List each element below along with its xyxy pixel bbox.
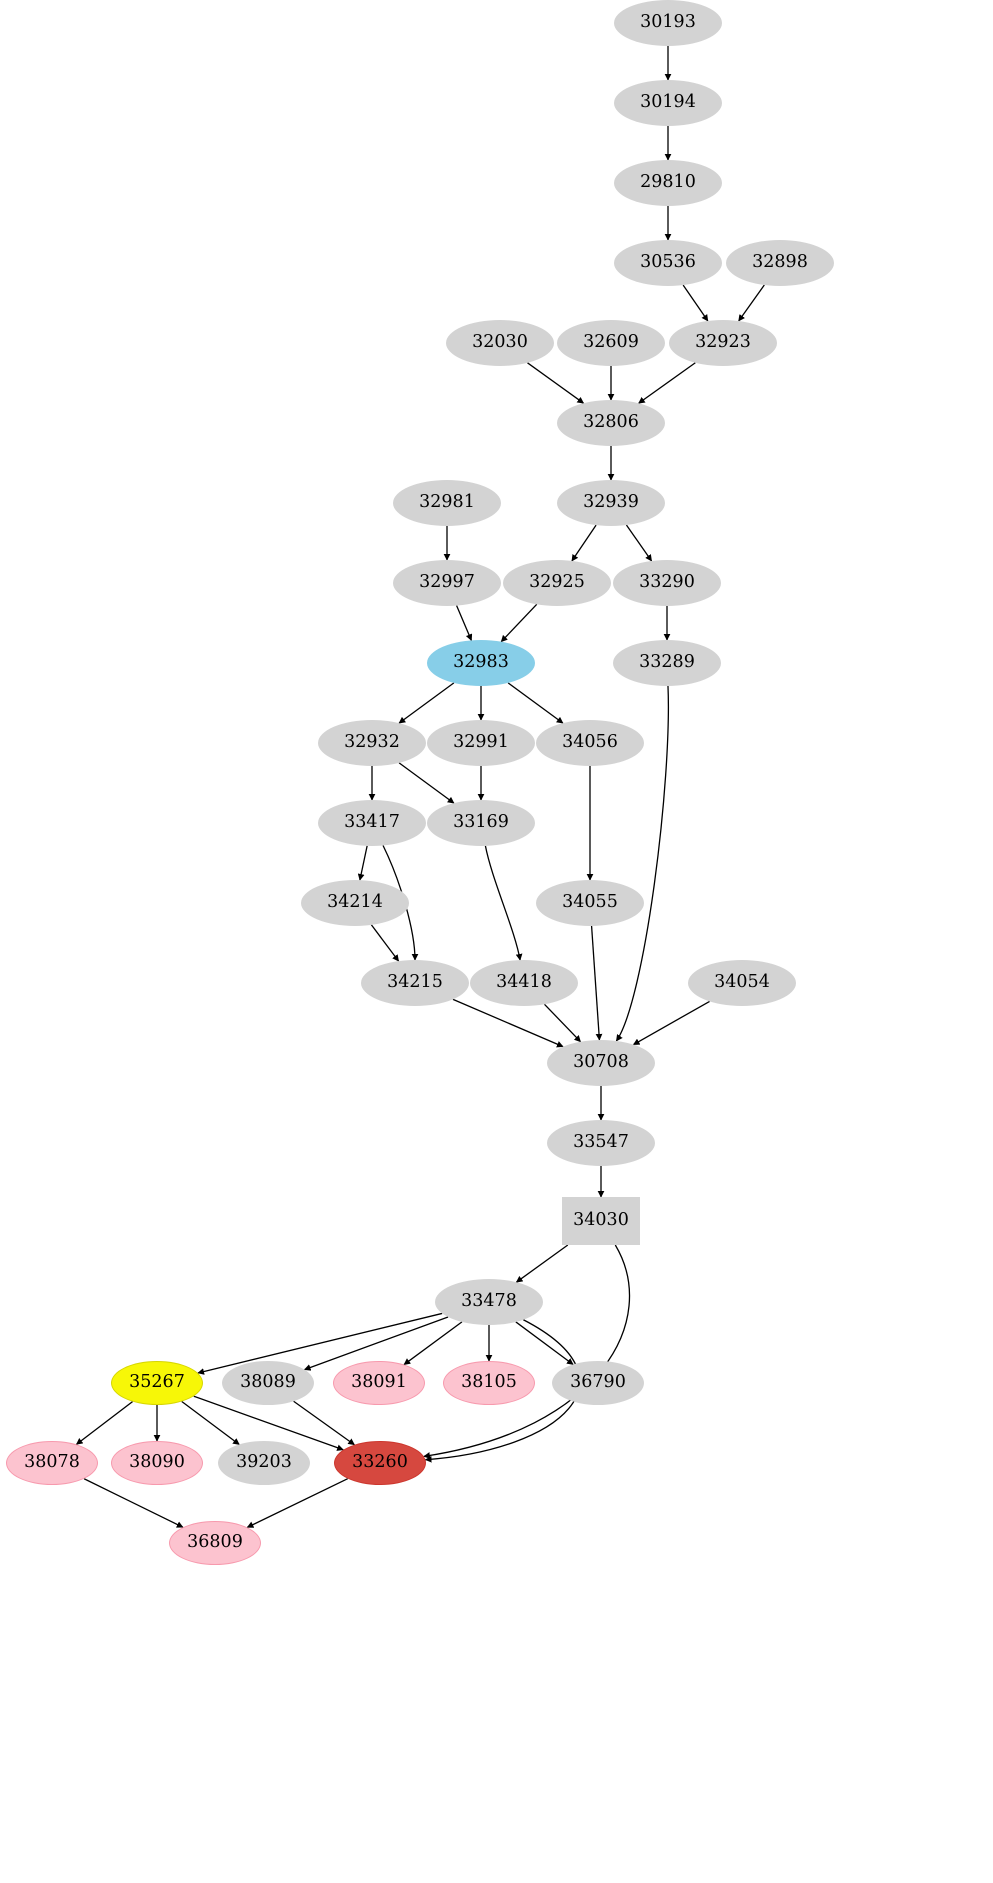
graph-node-30708[interactable]: 30708 [547, 1040, 655, 1086]
graph-node-32939[interactable]: 32939 [557, 480, 665, 526]
graph-edge-34054-30708 [632, 1000, 710, 1046]
graph-node-33547[interactable]: 33547 [547, 1120, 655, 1166]
graph-node-35267[interactable]: 35267 [111, 1361, 203, 1405]
graph-node-34418[interactable]: 34418 [470, 960, 578, 1006]
graph-edge-38078-36809 [83, 1478, 184, 1528]
graph-edge-32898-32923 [738, 284, 765, 322]
graph-edge-34418-30708 [544, 1003, 581, 1043]
graph-edge-33260-36809 [246, 1478, 348, 1528]
graph-node-30194[interactable]: 30194 [614, 80, 722, 126]
graph-node-32997[interactable]: 32997 [393, 560, 501, 606]
graph-node-38090[interactable]: 38090 [111, 1441, 203, 1485]
graph-edge-32983-32932 [398, 682, 455, 724]
graph-node-36790[interactable]: 36790 [552, 1361, 644, 1405]
graph-node-39203[interactable]: 39203 [218, 1441, 310, 1485]
graph-edge-33417-34214 [357, 845, 368, 881]
graph-node-32609[interactable]: 32609 [557, 320, 665, 366]
graph-node-29810[interactable]: 29810 [614, 160, 722, 206]
graph-node-32030[interactable]: 32030 [446, 320, 554, 366]
graph-edge-32983-34056 [507, 682, 564, 724]
graph-edge-38089-33260 [293, 1400, 355, 1446]
graph-node-33290[interactable]: 33290 [613, 560, 721, 606]
graph-edge-32932-33169 [398, 762, 455, 804]
graph-node-38105[interactable]: 38105 [443, 1361, 535, 1405]
graph-node-36809[interactable]: 36809 [169, 1521, 261, 1565]
graph-edge-33478-38089 [303, 1316, 449, 1371]
graph-node-34056[interactable]: 34056 [536, 720, 644, 766]
graph-node-32923[interactable]: 32923 [669, 320, 777, 366]
graph-edge-34030-33478 [515, 1244, 569, 1283]
graph-edge-30536-32923 [682, 284, 709, 322]
graph-edge-33478-33260 [424, 1319, 581, 1463]
graph-node-34214[interactable]: 34214 [301, 880, 409, 926]
graph-node-32981[interactable]: 32981 [393, 480, 501, 526]
graph-node-32925[interactable]: 32925 [503, 560, 611, 606]
graph-edge-33478-35267 [197, 1312, 443, 1375]
graph-node-34054[interactable]: 34054 [688, 960, 796, 1006]
graph-node-38078[interactable]: 38078 [6, 1441, 98, 1485]
graph-edge-35267-38078 [75, 1401, 133, 1445]
graph-edge-32997-32983 [456, 605, 473, 641]
graph-node-32932[interactable]: 32932 [318, 720, 426, 766]
graph-edge-35267-33260 [193, 1395, 344, 1451]
graph-edge-32925-32983 [500, 603, 538, 643]
graph-edge-32923-32806 [638, 362, 696, 404]
graph-edge-34055-30708 [590, 925, 603, 1041]
graph-node-30536[interactable]: 30536 [614, 240, 722, 286]
graph-node-38091[interactable]: 38091 [333, 1361, 425, 1405]
graph-node-34215[interactable]: 34215 [361, 960, 469, 1006]
graph-node-32898[interactable]: 32898 [726, 240, 834, 286]
graph-node-30193[interactable]: 30193 [614, 0, 722, 46]
graph-node-34030[interactable]: 34030 [562, 1197, 640, 1245]
graph-edge-33478-36790 [515, 1321, 574, 1366]
graph-edge-33289-30708 [615, 685, 670, 1042]
graph-node-34055[interactable]: 34055 [536, 880, 644, 926]
graph-edge-33169-34418 [484, 845, 523, 961]
graph-node-33417[interactable]: 33417 [318, 800, 426, 846]
graph-node-33169[interactable]: 33169 [427, 800, 535, 846]
graph-edge-32939-33290 [625, 524, 653, 562]
graph-edge-34215-30708 [452, 998, 564, 1048]
graph-node-33260[interactable]: 33260 [334, 1441, 426, 1485]
edge-paths [75, 46, 765, 1528]
graph-edge-33478-38091 [403, 1321, 463, 1366]
graph-edge-34030-33260 [423, 1244, 631, 1459]
graph-node-32983[interactable]: 32983 [427, 640, 535, 686]
graph-edge-35267-39203 [181, 1401, 240, 1445]
graph-edge-32030-32806 [527, 362, 585, 404]
graph-node-33478[interactable]: 33478 [435, 1279, 543, 1325]
graph-node-38089[interactable]: 38089 [222, 1361, 314, 1405]
graph-edge-34214-34215 [370, 924, 400, 962]
graph-node-32806[interactable]: 32806 [557, 400, 665, 446]
graph-node-33289[interactable]: 33289 [613, 640, 721, 686]
graph-node-32991[interactable]: 32991 [427, 720, 535, 766]
graph-edge-32939-32925 [571, 524, 597, 562]
